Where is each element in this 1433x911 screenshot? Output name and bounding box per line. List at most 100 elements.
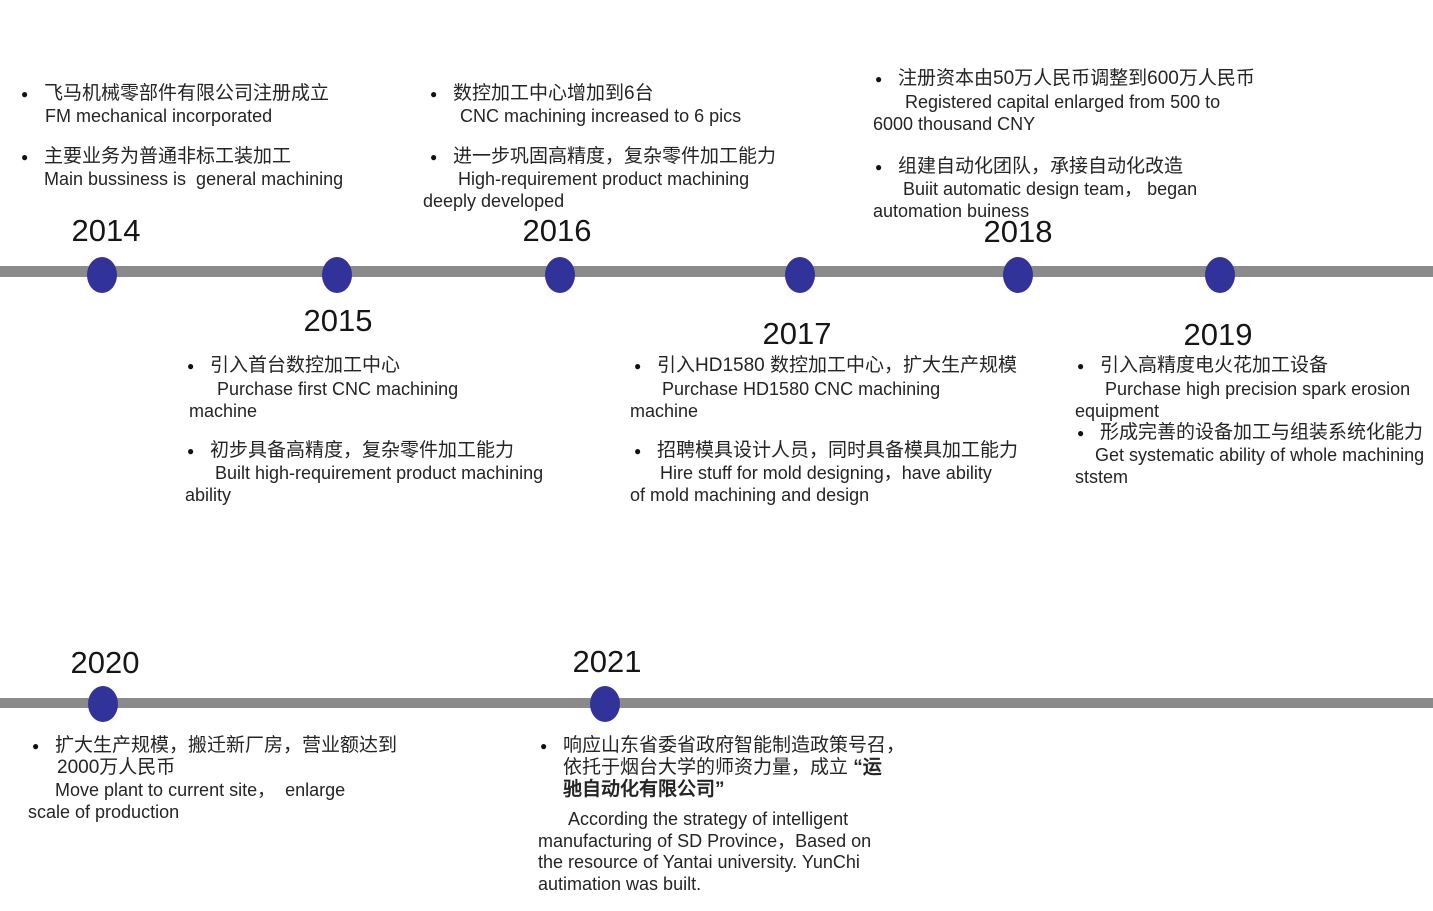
event-text: 引入首台数控加工中心 [210,355,401,376]
event-line: High-requirement product machining [458,168,749,190]
event-text: 进一步巩固高精度，复杂零件加工能力 [453,146,777,167]
bullet-icon: ● [430,150,438,164]
event-line: 6000 thousand CNY [873,113,1035,135]
event-line: deeply developed [423,190,564,212]
event-text: 主要业务为普通非标工装加工 [44,146,292,167]
event-text: 飞马机械零部件有限公司注册成立 [44,83,330,104]
event-line: ●引入高精度电火花加工设备 [1077,355,1328,377]
event-line: machine [189,400,257,422]
event-text: 数控加工中心增加到6台 [453,83,654,104]
event-text: Purchase HD1580 CNC machining [662,379,941,399]
bullet-icon: ● [21,150,29,164]
event-line: Registered capital enlarged from 500 to [905,91,1220,113]
event-line: ●注册资本由50万人民币调整到600万人民币 [875,68,1255,90]
event-text: 形成完善的设备加工与组装系统化能力 [1100,422,1424,443]
event-line: 2000万人民币 [57,757,175,779]
year-label-2020: 2020 [70,645,140,680]
timeline-dot-2018 [1003,257,1033,293]
bullet-icon: ● [187,359,195,373]
bullet-icon: ● [430,87,438,101]
event-text: machine [630,401,699,421]
timeline-dot-2015 [322,257,352,293]
event-text: Purchase high precision spark erosion [1105,379,1411,399]
event-line: equipment [1075,400,1159,422]
event-line: ● 响应山东省委省政府智能制造政策号召， [540,735,906,757]
year-label-2014: 2014 [71,213,141,248]
year-label-2018: 2018 [983,214,1053,249]
event-line: 驰自动化有限公司” [563,779,725,801]
year-label-2019: 2019 [1183,317,1253,352]
event-line: Purchase HD1580 CNC machining [662,378,940,400]
timeline-bar-bottom [0,698,1433,708]
event-text: automation buiness [873,201,1030,221]
event-line: Main bussiness is general machining [44,168,343,190]
event-text: 注册资本由50万人民币调整到600万人民币 [898,68,1255,89]
event-line: the resource of Yantai university. YunCh… [538,851,860,873]
company-name-bold: “运 [853,757,882,778]
event-text: 初步具备高精度，复杂零件加工能力 [210,440,515,461]
event-text: High-requirement product machining [458,169,750,189]
event-text: 组建自动化团队，承接自动化改造 [898,156,1184,177]
event-text: According the strategy of intelligent [568,809,849,829]
timeline-dot-2014 [87,257,117,293]
event-text: CNC machining increased to 6 pics [460,106,742,126]
year-label-2016: 2016 [522,213,592,248]
event-line: Buiit automatic design team， began [903,178,1197,200]
event-line: Purchase first CNC machining [217,378,458,400]
year-label-2015: 2015 [303,303,373,338]
bullet-icon: ● [1077,426,1085,440]
event-line: Built high-requirement product machining [215,462,543,484]
event-text: 引入HD1580 数控加工中心，扩大生产规模 [657,355,1017,376]
bullet-icon: ● [32,739,40,753]
event-line: autimation was built. [538,873,701,895]
bullet-icon: ● [875,160,883,174]
event-text: 6000 thousand CNY [873,114,1036,134]
bullet-icon: ● [634,444,642,458]
event-line: ● 引入HD1580 数控加工中心，扩大生产规模 [634,355,1017,377]
event-text: Move plant to current site， enlarge [55,780,346,800]
event-text: ststem [1075,467,1129,487]
timeline-dot-2020 [88,686,118,722]
event-line: ● 飞马机械零部件有限公司注册成立 [21,83,330,105]
event-text: 2000万人民币 [57,757,176,778]
bullet-icon: ● [540,739,548,753]
event-text: manufacturing of SD Province，Based on [538,831,872,851]
event-text: the resource of Yantai university. YunCh… [538,852,860,872]
event-line: Get systematic ability of whole machinin… [1095,444,1424,466]
event-line: ● 组建自动化团队，承接自动化改造 [875,156,1184,178]
event-text: deeply developed [423,191,565,211]
event-line: Hire stuff for mold designing，have abili… [660,462,992,484]
bullet-icon: ● [634,359,642,373]
bullet-icon: ● [1077,359,1085,373]
event-text: FM mechanical incorporated [45,106,273,126]
timeline-dot-2019 [1205,257,1235,293]
event-line: CNC machining increased to 6 pics [460,105,741,127]
event-text: autimation was built. [538,874,702,894]
event-line: ● 扩大生产规模，搬迁新厂房，营业额达到 [32,735,398,757]
event-line: ststem [1075,466,1128,488]
timeline-bar-top [0,266,1433,277]
event-line: ● 形成完善的设备加工与组装系统化能力 [1077,422,1424,444]
event-line: ●初步具备高精度，复杂零件加工能力 [187,440,515,462]
event-text: scale of production [28,802,180,822]
event-text: equipment [1075,401,1160,421]
event-line: ● 主要业务为普通非标工装加工 [21,146,292,168]
event-text: 依托于烟台大学的师资力量，成立 [563,757,854,778]
event-text: Get systematic ability of whole machinin… [1095,445,1425,465]
event-line: ability [185,484,231,506]
event-text: Purchase first CNC machining [217,379,459,399]
event-line: ● 进一步巩固高精度，复杂零件加工能力 [430,146,777,168]
event-text: Main bussiness is general machining [44,169,344,189]
event-text: Buiit automatic design team， began [903,179,1198,199]
event-text: machine [189,401,258,421]
year-label-2021: 2021 [572,644,642,679]
event-line: Move plant to current site， enlarge [55,779,345,801]
timeline-dot-2017 [785,257,815,293]
event-text: Built high-requirement product machining [215,463,544,483]
event-text: 响应山东省委省政府智能制造政策号召， [563,735,906,756]
company-name-bold: 驰自动化有限公司” [563,779,725,800]
bullet-icon: ● [21,87,29,101]
event-text: 扩大生产规模，搬迁新厂房，营业额达到 [55,735,398,756]
event-text: Hire stuff for mold designing，have abili… [660,463,992,483]
